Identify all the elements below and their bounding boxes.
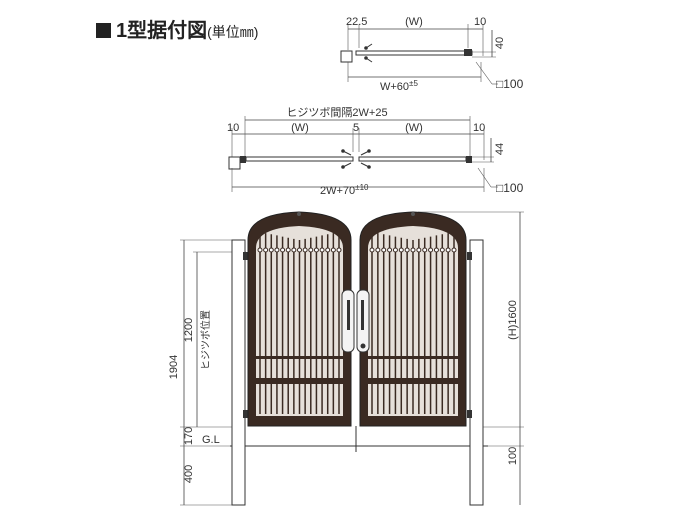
single-dim-depth: 40 <box>494 37 506 49</box>
double-hinge-pitch: ヒジツボ間隔2W+25 <box>286 106 387 119</box>
gate-bar-ornament <box>330 247 336 253</box>
gate-bar-ornament <box>280 247 286 253</box>
gate-bar-ornament <box>410 247 416 253</box>
double-gate-plan: ヒジツボ間隔2W+25 10 (W) 5 (W) 10 44 2W+7 <box>227 106 524 197</box>
gate-bar-ornament <box>445 247 451 253</box>
double-dim-left: 10 <box>227 122 239 134</box>
drawing-title: 1型据付図(単位㎜) <box>96 14 258 43</box>
gate-bar-ornament <box>375 247 381 253</box>
single-gate-leaf <box>355 50 473 56</box>
dim-bottom: 100 <box>507 447 519 465</box>
double-post-left <box>228 156 241 170</box>
double-dim-center: 5 <box>353 122 359 134</box>
single-dim-total: W+60±5 <box>380 79 418 93</box>
gate-bar-ornament <box>313 247 319 253</box>
single-dim-right: 10 <box>474 16 486 28</box>
ground-level-label: G.L <box>202 434 220 446</box>
double-leaf-right <box>358 156 467 162</box>
gate-bar-ornament <box>291 247 297 253</box>
gate-bar-ornament <box>274 247 280 253</box>
dim-hinge-height: 1200 <box>183 318 195 342</box>
title-main: 1型据付図 <box>116 20 208 42</box>
gate-bar-ornament <box>381 247 387 253</box>
dim-embed: 400 <box>183 465 195 483</box>
gate-bar-ornament <box>268 247 274 253</box>
gate-bar-ornament <box>325 247 331 253</box>
hinge-position-label: ヒジツボ位置 <box>199 310 212 370</box>
double-dim-w2: (W) <box>405 122 423 134</box>
gate-bar-ornament <box>263 247 269 253</box>
gate-bar-ornament <box>387 247 393 253</box>
gate-bar-ornament <box>285 247 291 253</box>
gate-bar-ornament <box>439 247 445 253</box>
gate-bar-ornament <box>336 247 342 253</box>
dim-gate-height: (H)1600 <box>507 300 519 340</box>
right-post <box>469 239 484 506</box>
gate-bar-ornament <box>433 247 439 253</box>
double-dim-total: 2W+70±10 <box>320 183 369 197</box>
gate-bar-ornament <box>451 247 457 253</box>
left-gate-leaf <box>247 211 352 427</box>
double-dim-depth: 44 <box>494 143 506 155</box>
single-dim-width: (W) <box>405 16 423 28</box>
dim-clearance: 170 <box>183 427 195 445</box>
gate-bar-ornament <box>398 247 404 253</box>
gate-handles <box>341 289 370 353</box>
double-leaf-left <box>245 156 354 162</box>
single-latch <box>464 49 472 56</box>
gate-bar-ornament <box>297 247 302 253</box>
single-post-label: □100 <box>496 77 524 91</box>
title-square-icon <box>96 23 111 38</box>
double-dim-right: 10 <box>473 122 485 134</box>
single-gate-plan: 22.5 (W) 10 40 W+60±5 □100 <box>340 16 524 93</box>
gate-bar-ornament <box>392 247 398 253</box>
gate-bar-ornament <box>416 247 422 253</box>
gate-bar-ornament <box>369 247 375 253</box>
right-gate-leaf <box>359 211 467 427</box>
gate-bar-ornament <box>319 247 325 253</box>
dim-post-height: 1904 <box>168 355 180 379</box>
gate-bar-ornament <box>257 247 263 253</box>
double-post-label: □100 <box>496 181 524 195</box>
title-unit: (単位㎜) <box>207 24 259 40</box>
gate-bar-ornament <box>428 247 434 253</box>
double-dim-w1: (W) <box>291 122 309 134</box>
single-dim-left: 22.5 <box>346 16 367 28</box>
gate-bar-ornament <box>302 247 308 253</box>
gate-bar-ornament <box>308 247 314 253</box>
left-post <box>231 239 246 506</box>
gate-bar-ornament <box>404 247 410 253</box>
gate-bar-ornament <box>422 247 428 253</box>
single-post-square <box>340 50 353 63</box>
gate-elevation: 1904 1200 ヒジツボ位置 170 400 G.L (H)1600 100 <box>168 211 524 506</box>
